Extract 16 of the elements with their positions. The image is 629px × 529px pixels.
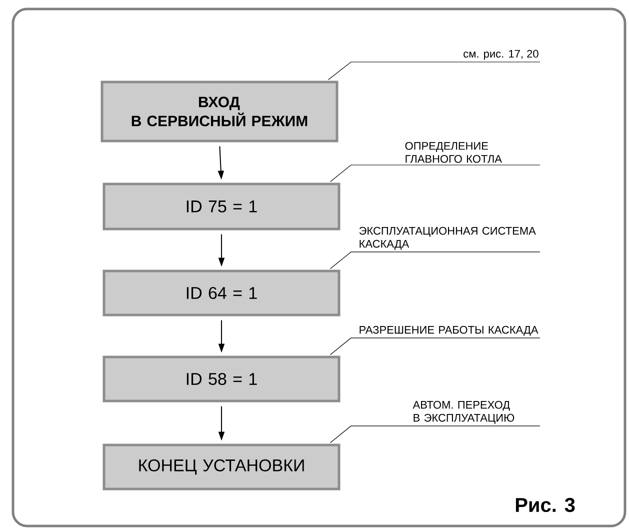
leader-line [328,62,540,80]
callout-text: ОПРЕДЕЛЕНИЕ ГЛАВНОГО КОТЛА [405,142,502,163]
leader-line [330,164,540,182]
process-box: ID 58 = 1 [102,356,340,402]
process-box: ВХОД В СЕРВИСНЫЙ РЕЖИМ [100,80,338,142]
leader-line [330,338,540,356]
process-box: КОНЕЦ УСТАНОВКИ [102,444,340,490]
process-box: ID 64 = 1 [102,270,340,316]
leader-line [330,426,540,444]
callout-text: ЭКСПЛУАТАЦИОННАЯ СИСТЕМА КАСКАДА [359,226,536,250]
figure-caption: Рис. 3 [516,498,575,512]
process-box: ID 75 = 1 [102,182,340,230]
callout-text: РАЗРЕШЕНИЕ РАБОТЫ КАСКАДА [360,326,538,336]
leader-line [330,252,540,270]
callout-text: АВТОМ. ПЕРЕХОД В ЭКСПЛУАТАЦИЮ [412,400,514,424]
callout-text: см. рис. 17, 20 [464,50,538,60]
